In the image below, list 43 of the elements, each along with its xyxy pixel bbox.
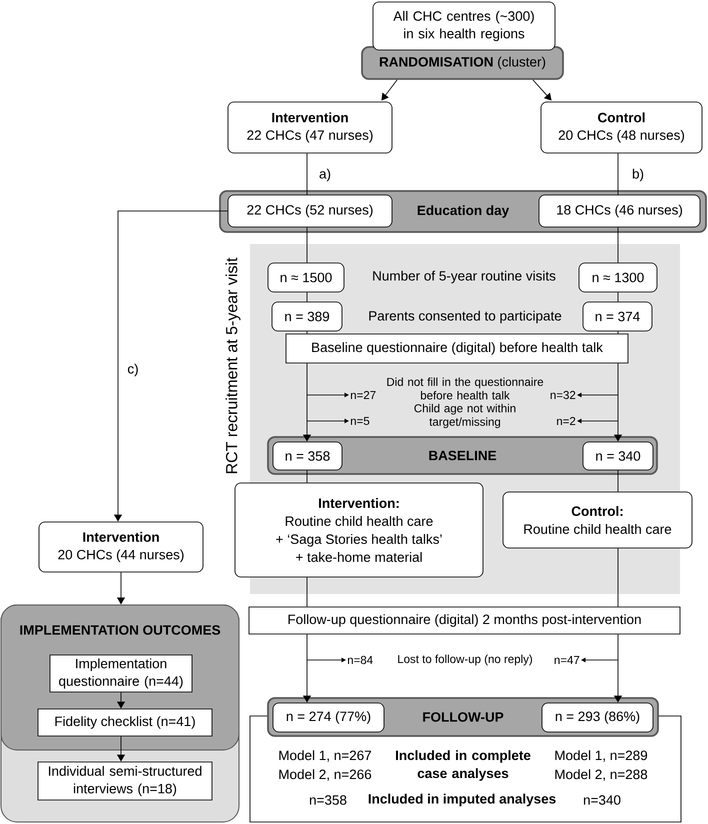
process-box: Baseline questionnaire (digital) before health talk: [286, 334, 628, 364]
side-label: RCT recruitment at 5-year visit: [226, 258, 240, 474]
exclusion-count: n=5: [350, 417, 370, 426]
count-box: 22 CHCs (52 nurses): [228, 194, 392, 228]
count-box: 18 CHCs (46 nurses): [538, 194, 700, 228]
edge-label: b): [631, 168, 645, 182]
exclusion-reason: Did not fill in the questionnaire before health talk: [387, 378, 544, 400]
header-band: RANDOMISATION (cluster): [361, 46, 564, 80]
process-box: Individual semi-structured interviews (n=18): [38, 762, 212, 800]
exclusion-reason: Child age not within target/missing: [414, 404, 516, 428]
count-box: n ≈ 1500: [268, 262, 344, 292]
count-box: n = 340: [582, 442, 654, 470]
count-box: n = 389: [272, 302, 342, 332]
row-label: Number of 5-year routine visits: [373, 270, 556, 284]
group-box: Intervention: Routine child health care + ‘Saga Stories health talks’ + take-home material: [234, 482, 484, 578]
connector-line: [306, 292, 308, 302]
exclusion-count: n=2: [557, 417, 576, 426]
exclusion-count: n=47: [554, 656, 580, 664]
edge-label: a): [318, 168, 332, 182]
count-box: n ≈ 1300: [578, 262, 658, 292]
group-box: Control 20 CHCs (48 nurses): [540, 102, 702, 154]
count-box: n = 358: [272, 442, 342, 470]
count-box: n = 274 (77%): [272, 702, 384, 732]
row-label: Parents consented to participate: [369, 310, 562, 324]
exclusion-reason: Lost to follow-up (no reply): [398, 654, 532, 666]
connector-line: [306, 331, 308, 334]
group-box: Intervention 20 CHCs (44 nurses): [38, 522, 204, 572]
process-box: All CHC centres (~300) in six health regions: [372, 2, 556, 50]
count-box: n = 374: [582, 302, 652, 332]
process-box: Fidelity checklist (n=41): [38, 708, 212, 736]
connector-line: [306, 227, 308, 263]
process-box: Follow-up questionnaire (digital) 2 months post-intervention: [248, 606, 680, 634]
exclusion-count: n=27: [350, 391, 376, 400]
connector-line: [306, 153, 308, 195]
edge-label: c): [126, 362, 140, 378]
group-box: Control: Routine child health care: [502, 492, 692, 548]
process-box: Implementation questionnaire (n=44): [50, 654, 192, 692]
connector-line: [306, 470, 308, 483]
exclusion-count: n=32: [550, 390, 576, 400]
count-box: n = 293 (86%): [542, 702, 654, 732]
connector-line: [306, 577, 308, 607]
exclusion-count: n=84: [348, 656, 373, 664]
group-box: Intervention 22 CHCs (47 nurses): [228, 102, 392, 154]
